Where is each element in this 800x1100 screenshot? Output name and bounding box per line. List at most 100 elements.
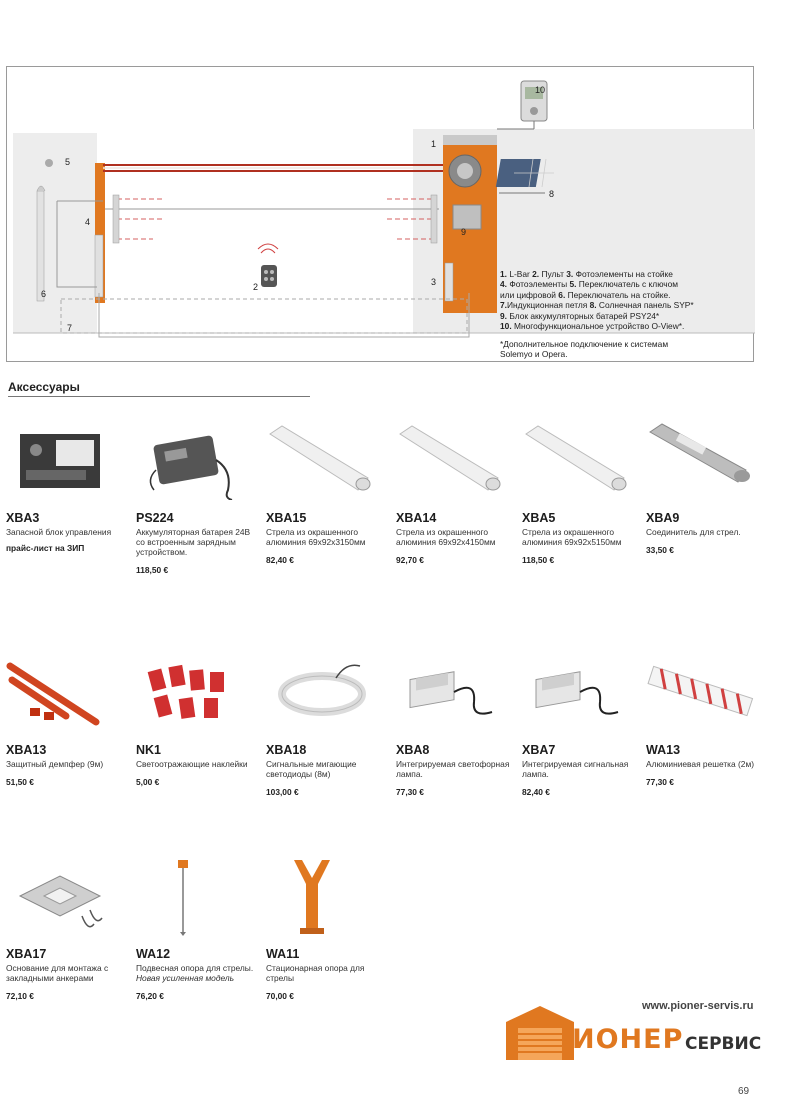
product-description: Интегрируемая сигнальная лампа. [522,759,629,779]
battery-block [452,204,482,230]
product-code: XBA13 [6,743,47,757]
led-strip-icon [278,664,366,716]
product-description: Основание для монтажа с закладными анкер… [6,963,109,983]
callout-4: 4 [85,217,91,227]
legend-text: Многофункциональное устройство O-View*. [511,321,685,332]
legend-number: 8. [589,300,597,311]
product-price: 103,00 € [266,787,299,797]
product-code: NK1 [136,743,162,757]
product-code: XBA5 [522,511,556,525]
lamp-icon [535,671,619,715]
base-plate-icon [18,875,103,928]
diagram-legend: 1. L-Bar 2. Пульт 3. Фотоэлементы на сто… [500,269,750,331]
connector-icon [649,423,750,483]
logo-sub-text: СЕРВИС [685,1034,762,1054]
post-right [444,262,454,302]
legend-text: Фотоэлементы [507,279,570,290]
legend-line: 7.Индукционная петля 8. Солнечная панель… [500,300,750,310]
product-price: 72,10 € [6,991,34,1001]
callout-6: 6 [41,289,47,299]
product-description: Аккумуляторная батарея 24В со встроенным… [136,527,251,557]
product-extra[interactable]: прайс-лист на ЗИП [6,543,85,553]
website-url[interactable]: www.pioner-servis.ru [642,1000,754,1012]
company-logo-icon [506,1006,574,1060]
installation-drawing [13,80,755,338]
product-code: XBA17 [6,947,47,961]
product-price: 82,40 € [522,787,550,797]
callout-10: 10 [535,85,546,95]
product-description: Защитный демпфер (9м) [6,759,104,769]
logo-main-text: ИОНЕР [572,1024,684,1055]
legend-line: 9. Блок аккумуляторных батарей PSY24* [500,311,750,321]
boom-icon [525,425,627,491]
product-code: XBA18 [266,743,307,757]
product-code: XBA15 [266,511,307,525]
note-line-2: Solemyo и Opera. [500,349,568,360]
legend-number: 6. [558,289,566,300]
legend-number: 2. [532,269,540,279]
key-switch-column [36,190,45,302]
solar-panel [495,158,554,188]
product-price: 92,70 € [396,555,424,565]
callout-3: 3 [431,277,437,287]
control-unit-icon [20,434,100,488]
section-divider [8,396,310,397]
product-description: Стационарная опора для стрелы [266,963,365,983]
boom-icon [269,425,371,491]
product-code: WA12 [136,947,171,961]
boom-rest-post [95,163,105,303]
product-price: 51,50 € [6,777,34,787]
photocell-beams [117,198,433,240]
product-price: 118,50 € [136,565,169,575]
legend-line: 4. Фотоэлементы 5. Переключатель с ключо… [500,279,750,289]
boom-icon [399,425,501,491]
product-code: XBA3 [6,511,40,525]
diagram-note: *Дополнительное подключение к системам S… [500,339,750,360]
product-code: WA13 [646,743,681,757]
page-number: 69 [738,1086,750,1097]
product-description: Стрела из окрашенного алюминия 69х92х315… [266,527,366,547]
legend-number: 4. [500,279,507,290]
note-line-1: *Дополнительное подключение к системам [500,339,669,349]
product-price: 33,50 € [646,545,674,555]
remote-control [257,243,279,287]
legend-line: или цифровой 6. Переключатель на стойке. [500,290,750,300]
callout-1: 1 [431,139,437,149]
callout-7: 7 [67,323,73,333]
legend-text: Индукционная петля [507,300,590,311]
legend-number: 3. [566,269,574,279]
product-note: Новая усиленная модель [136,973,234,983]
product-description: Подвесная опора для стрелы. [136,963,254,973]
product-description: Соединитель для стрел. [646,527,741,537]
product-price: 82,40 € [266,555,294,565]
battery-icon [149,435,233,501]
product-price: 77,30 € [396,787,424,797]
legend-text: Переключатель с ключом [576,279,679,290]
oview-device [497,80,548,130]
callout-8: 8 [549,189,555,199]
legend-text: Солнечная панель SYP* [596,300,694,311]
inductive-loop [60,298,468,334]
damper-icon [6,662,100,726]
product-description: Запасной блок управления [6,527,112,537]
product-price: 76,20 € [136,991,164,1001]
legend-text: Пульт [539,269,567,279]
fixed-support-icon [294,860,330,934]
legend-line: 10. Многофункциональное устройство O-Vie… [500,321,750,331]
post-left [94,234,104,298]
